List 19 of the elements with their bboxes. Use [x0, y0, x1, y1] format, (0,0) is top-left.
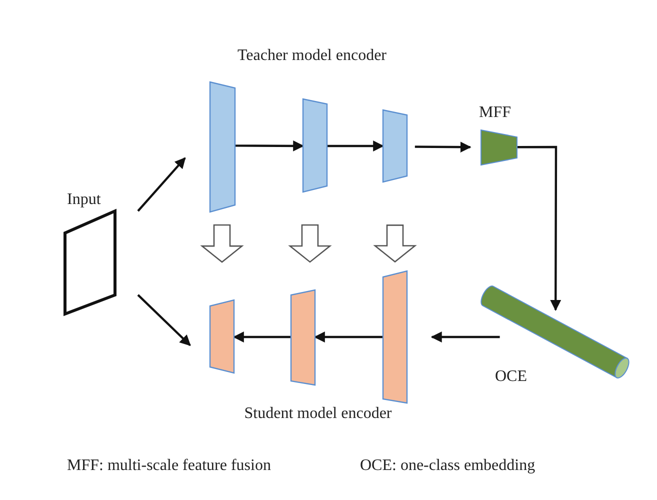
block-arrow [288, 224, 332, 263]
node-label: MFF [479, 104, 512, 122]
block-arrow [373, 224, 417, 263]
arrow [414, 142, 472, 153]
arrow [517, 146, 562, 311]
node-label: OCE [495, 368, 527, 386]
section-title: Student model encoder [244, 405, 392, 423]
arrow [137, 294, 191, 346]
arrow [430, 332, 500, 342]
legend-note: OCE: one-class embedding [360, 457, 536, 475]
block-arrow [200, 224, 244, 263]
section-title: Teacher model encoder [238, 47, 386, 65]
arrow [137, 157, 186, 212]
legend-note: MFF: multi-scale feature fusion [67, 457, 271, 475]
arrow [232, 332, 291, 343]
arrow [327, 140, 384, 152]
arrow [235, 140, 304, 152]
arrow [314, 332, 383, 343]
node-label: Input [67, 191, 101, 209]
